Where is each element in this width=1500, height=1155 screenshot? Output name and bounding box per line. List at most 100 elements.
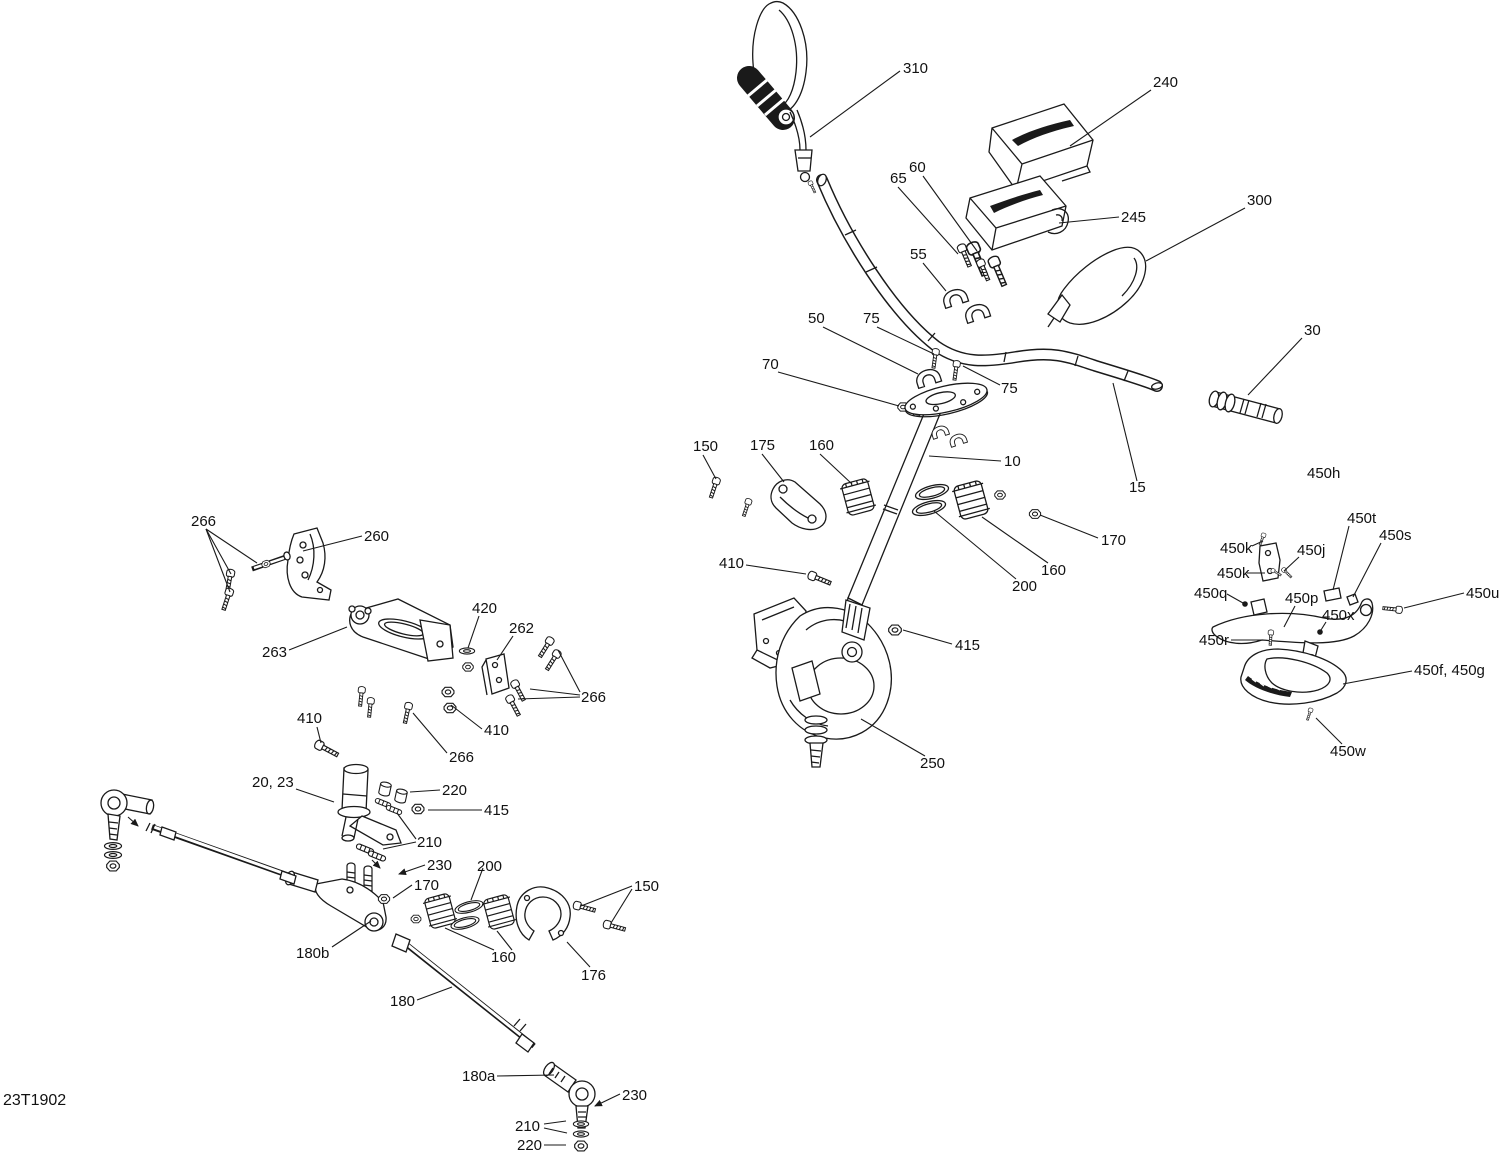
- leader-line-176: [566, 941, 591, 968]
- leader-line-10: [928, 455, 1002, 462]
- leader-line-210: [396, 812, 417, 840]
- callout-450k: 450k: [1220, 540, 1253, 557]
- grip-right-drawing: [1208, 390, 1283, 424]
- callout-230: 230: [427, 857, 452, 874]
- handlebar-drawing: [816, 173, 1164, 392]
- bracket-262-drawing: [481, 653, 510, 696]
- callout-20-23: 20, 23: [252, 774, 294, 791]
- leader-line-200: [470, 867, 484, 901]
- bracket-260-drawing: [286, 527, 332, 601]
- leader-line-230: [594, 1093, 621, 1107]
- clip-450t-drawing: [1323, 587, 1342, 602]
- callout-75: 75: [1001, 380, 1018, 397]
- pin-266-drawing: [251, 551, 291, 572]
- handguard-kit-drawing: [1211, 532, 1404, 722]
- leader-line-450w: [1315, 717, 1343, 745]
- leader-line-150: [580, 885, 633, 907]
- brand-text-squiggle: [1251, 678, 1281, 691]
- tie-rod-end-left-drawing: [100, 789, 155, 872]
- mirror-left-drawing: [737, 0, 818, 194]
- callout-450p: 450p: [1285, 590, 1318, 607]
- leader-line-245: [1058, 216, 1120, 224]
- leader-line-450f-450g: [1342, 670, 1413, 685]
- callout-220: 220: [442, 782, 467, 799]
- leader-line-266: [517, 696, 581, 700]
- callout-420: 420: [472, 600, 497, 617]
- callout-60: 60: [909, 159, 926, 176]
- leader-line-263: [288, 626, 348, 651]
- leader-line-410: [450, 704, 483, 730]
- callout-75: 75: [863, 310, 880, 327]
- leader-line-266: [412, 712, 448, 754]
- nut-420-drawing: [462, 662, 474, 672]
- callout-450f-450g: 450f, 450g: [1414, 662, 1485, 679]
- callout-410: 410: [484, 722, 509, 739]
- leader-line-50: [822, 326, 919, 375]
- callout-410: 410: [297, 710, 322, 727]
- callout-266: 266: [581, 689, 606, 706]
- leader-line-450x: [1320, 621, 1327, 631]
- leader-line-170: [1039, 514, 1099, 539]
- part-450s-drawing: [1346, 593, 1359, 606]
- tie-rod-180-drawing: [391, 933, 536, 1053]
- callout-160: 160: [1041, 562, 1066, 579]
- nut-415-drawing: [411, 803, 425, 815]
- leader-line-20-23: [295, 788, 335, 803]
- gearbox-250-drawing: [751, 597, 893, 768]
- riser-pad-245-drawing: [965, 175, 1069, 251]
- leader-line-250: [860, 718, 926, 757]
- callout-450r: 450r: [1199, 632, 1229, 649]
- callout-450q: 450q: [1194, 585, 1227, 602]
- leader-line-200: [933, 510, 1017, 580]
- callout-450h: 450h: [1307, 465, 1340, 482]
- callout-55: 55: [910, 246, 927, 263]
- leader-line-180a: [496, 1074, 555, 1077]
- leader-line-450j: [1283, 556, 1300, 572]
- callout-450w: 450w: [1330, 743, 1366, 760]
- callout-266: 266: [191, 513, 216, 530]
- leader-line-266: [529, 688, 581, 696]
- leader-line-75: [962, 365, 1001, 386]
- callout-210: 210: [417, 834, 442, 851]
- callout-250: 250: [920, 755, 945, 772]
- callout-200: 200: [477, 858, 502, 875]
- callout-150: 150: [693, 438, 718, 455]
- clamp-bolts-drawing: [940, 239, 1010, 325]
- leader-line-210: [543, 1127, 568, 1134]
- leader-line-266: [205, 528, 231, 593]
- leader-line-180: [416, 986, 453, 1001]
- callout-310: 310: [903, 60, 928, 77]
- leader-line-410: [745, 564, 807, 575]
- screw-75-drawing: [950, 359, 962, 381]
- ring-200-drawing: [910, 496, 948, 520]
- bushing-160-drawing: [838, 476, 878, 518]
- bracket-263-drawing: [348, 598, 454, 662]
- callout-176: 176: [581, 967, 606, 984]
- callout-180: 180: [390, 993, 415, 1010]
- screw-450q-drawing: [1242, 601, 1248, 607]
- leader-line-450u: [1403, 592, 1465, 609]
- ring-200-drawing: [453, 897, 485, 917]
- leader-line-60: [922, 175, 978, 252]
- leader-line-180b: [331, 920, 372, 948]
- screw-266-drawing: [356, 685, 367, 707]
- leader-line-150: [702, 454, 717, 480]
- callout-245: 245: [1121, 209, 1146, 226]
- leader-line-262: [496, 635, 514, 661]
- leader-line-450q: [1226, 593, 1244, 604]
- callout-220: 220: [517, 1137, 542, 1154]
- callout-450t: 450t: [1347, 510, 1377, 527]
- bolt-150-drawing: [571, 900, 597, 915]
- nut-415-drawing: [888, 624, 902, 636]
- callout-170: 170: [1101, 532, 1126, 549]
- callout-160: 160: [809, 437, 834, 454]
- leader-line-310: [809, 70, 901, 138]
- pin-210-drawing: [367, 849, 387, 863]
- washer-420-drawing: [458, 647, 476, 655]
- callout-200: 200: [1012, 578, 1037, 595]
- bolt-450u-drawing: [1382, 604, 1404, 615]
- leader-line-450t: [1332, 525, 1350, 591]
- leader-line-266: [205, 528, 258, 564]
